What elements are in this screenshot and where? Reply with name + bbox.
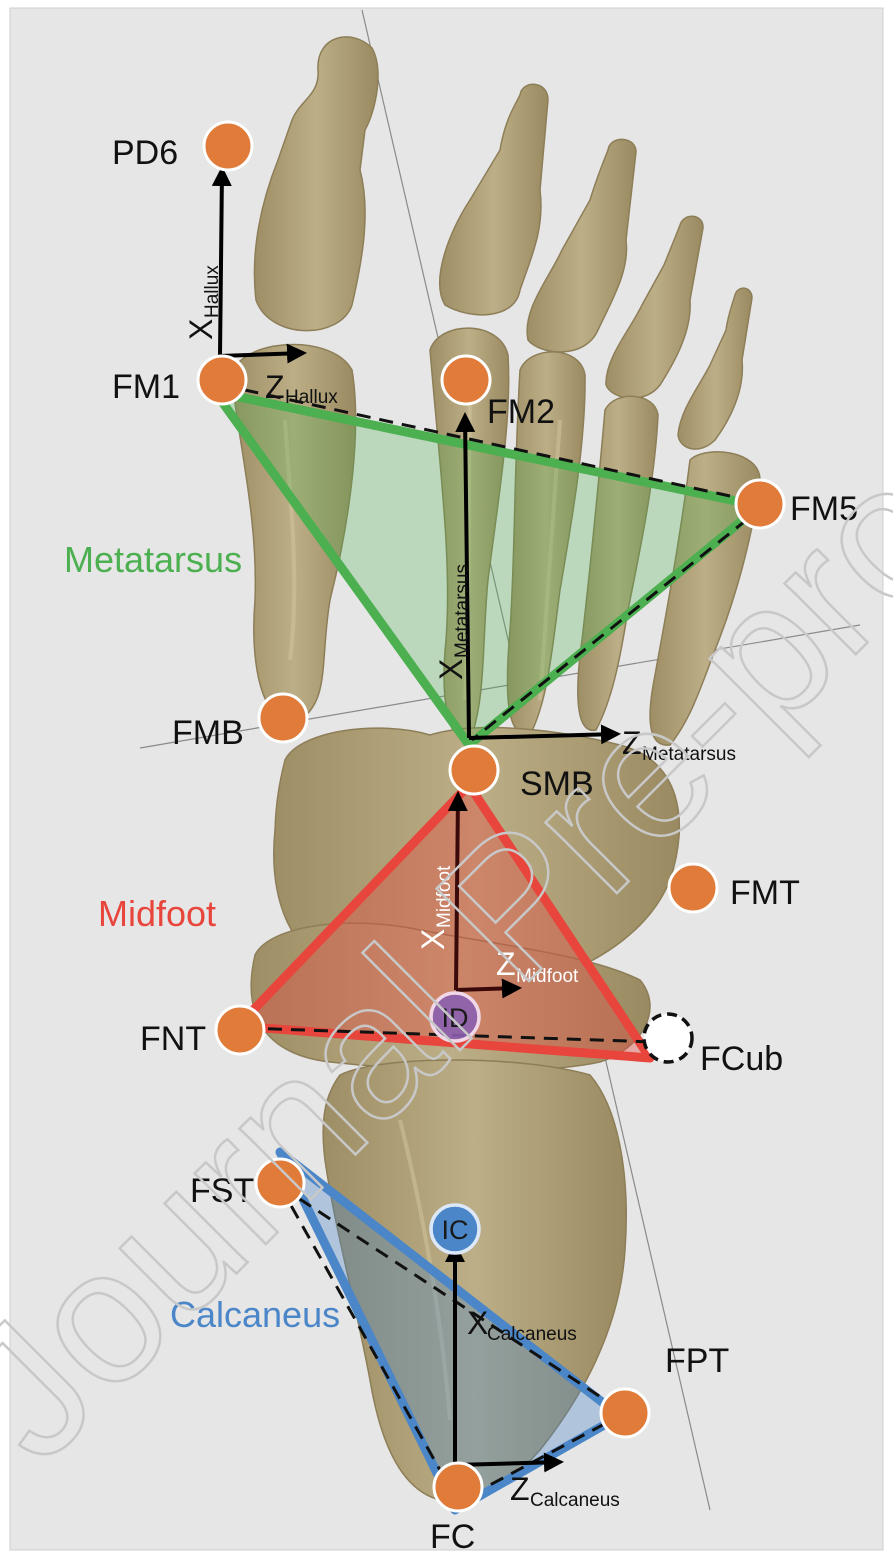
svg-text:Metatarsus: Metatarsus: [452, 564, 473, 658]
svg-text:X: X: [183, 319, 219, 340]
svg-text:Z: Z: [510, 1471, 530, 1507]
fnt-label: FNT: [140, 1020, 206, 1058]
fm2-marker: [442, 356, 490, 404]
fcub-marker: [644, 1014, 692, 1062]
fmb-label: FMB: [172, 714, 244, 752]
midfoot-label: Midfoot: [98, 893, 216, 934]
svg-text:X: X: [433, 659, 469, 680]
metatarsus-label: Metatarsus: [64, 539, 242, 580]
fc-marker: [434, 1463, 482, 1511]
svg-text:Hallux: Hallux: [202, 265, 223, 318]
svg-text:Calcaneus: Calcaneus: [487, 1324, 577, 1345]
fcub-label: FCub: [700, 1040, 783, 1078]
fm1-label: FM1: [112, 368, 180, 406]
fpt-marker: [601, 1389, 649, 1437]
svg-text:Hallux: Hallux: [285, 387, 338, 408]
pd6-label: PD6: [112, 134, 178, 172]
svg-text:Z: Z: [265, 369, 285, 405]
fc-label: FC: [430, 1518, 475, 1555]
x-hallux-arrow: [220, 170, 222, 356]
fmt-label: FMT: [730, 874, 800, 912]
fpt-label: FPT: [665, 1342, 729, 1380]
ic-center-label: IC: [442, 1215, 469, 1245]
svg-text:X: X: [467, 1305, 488, 1341]
pd6-marker: [204, 122, 252, 170]
fmb-marker: [259, 694, 307, 742]
fm1-marker: [198, 356, 246, 404]
svg-text:Calcaneus: Calcaneus: [530, 1490, 620, 1511]
fm2-label: FM2: [487, 393, 555, 431]
